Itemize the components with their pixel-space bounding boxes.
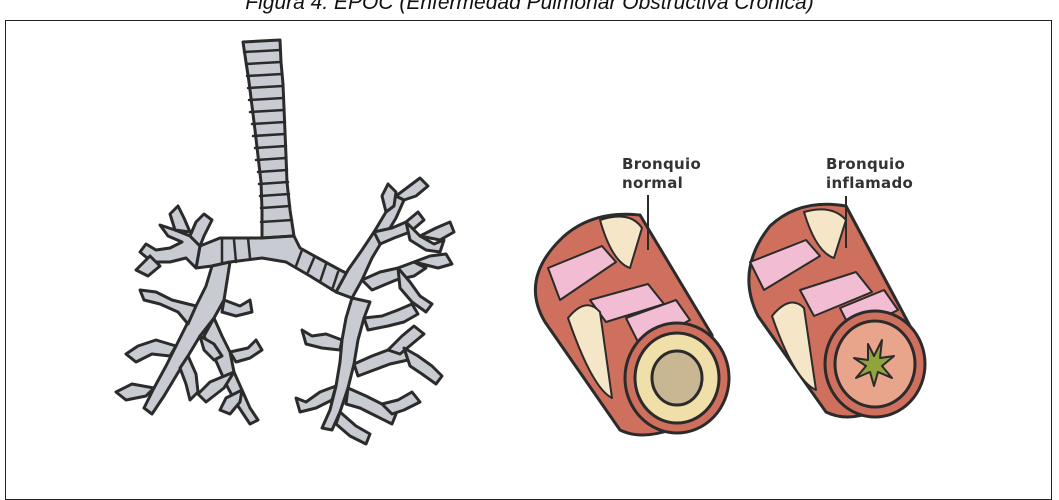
inflamed-bronchus-label-line2: inflamado	[826, 174, 913, 193]
normal-bronchus-label-line2: normal	[622, 174, 701, 193]
bronchial-tree-icon	[116, 40, 454, 444]
inflamed-bronchus-label: Bronquio inflamado	[826, 155, 913, 193]
normal-bronchus-icon	[535, 195, 729, 435]
normal-bronchus-label: Bronquio normal	[622, 155, 701, 193]
inflamed-bronchus-label-line1: Bronquio	[826, 155, 913, 174]
normal-bronchus-label-line1: Bronquio	[622, 155, 701, 174]
inflamed-bronchus-icon	[749, 196, 925, 417]
figure-illustration	[0, 0, 1059, 486]
